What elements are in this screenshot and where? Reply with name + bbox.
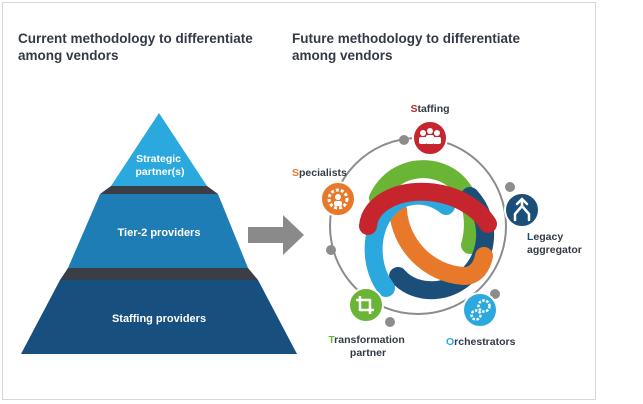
- crop-icon: [356, 296, 374, 314]
- orchestrators-label-rest: rchestrators: [454, 336, 515, 348]
- svg-text:Transformation partner: Transformation partner: [328, 334, 407, 359]
- gears-icon: [470, 299, 491, 321]
- svg-text:Strategic partner(s): Strategic partner(s): [135, 153, 184, 178]
- current-methodology-heading: Current methodology to differentiate amo…: [18, 31, 253, 63]
- merge-arrow-icon: [513, 197, 531, 222]
- pyramid-label-tier-2: Tier-2 providers: [118, 227, 201, 239]
- transformation-label-line2: partner: [350, 347, 386, 359]
- ribbon-orange: [389, 201, 493, 286]
- staffing-label-initial: S: [410, 103, 417, 115]
- node-transformation-partner: Transformation partner: [328, 287, 407, 359]
- transition-arrow-icon: [248, 215, 304, 255]
- ring-dot: [385, 317, 395, 327]
- ring-dot: [505, 182, 515, 192]
- legacy-label-initial: L: [527, 231, 534, 243]
- pyramid-label-strategic-2: partner(s): [135, 166, 184, 178]
- pyramid-tier-strategic: [111, 113, 207, 186]
- ribbon-green: [369, 160, 482, 254]
- ring-dots: [326, 135, 515, 327]
- pyramid-tier-2: [68, 194, 248, 268]
- pyramid-label-staffing: Staffing providers: [112, 313, 206, 325]
- node-specialists: Specialists: [292, 167, 356, 217]
- svg-text:Specialists: Specialists: [292, 167, 347, 179]
- ring-dot: [490, 289, 500, 299]
- interlocking-ribbons-icon: [359, 160, 497, 300]
- ring-dot: [326, 245, 336, 255]
- legacy-label-line2: aggregator: [527, 244, 582, 256]
- ribbon-red: [359, 182, 497, 235]
- svg-text:Legacy aggregator: Legacy aggregator: [527, 231, 582, 256]
- specialists-label-initial: S: [292, 167, 299, 179]
- svg-text:Staffing: Staffing: [410, 103, 449, 115]
- transformation-label-rest: ransformation: [334, 334, 405, 346]
- ring-dot: [399, 135, 409, 145]
- pyramid-separator: [60, 268, 258, 280]
- pyramid-label-strategic-1: Strategic: [136, 153, 181, 165]
- node-orchestrators: Orchestrators: [446, 292, 516, 348]
- orchestrators-label-initial: O: [446, 336, 454, 348]
- node-staffing: Staffing: [410, 103, 450, 156]
- legacy-label-rest: egacy: [533, 231, 563, 243]
- pyramid-tier-staffing: [21, 280, 297, 354]
- pyramid-separator: [100, 186, 218, 194]
- gear-person-icon: [327, 188, 349, 210]
- svg-text:Orchestrators: Orchestrators: [446, 336, 516, 348]
- future-methodology-heading: Future methodology to differentiate amon…: [292, 31, 520, 63]
- vendor-pyramid: Strategic partner(s) Tier-2 providers St…: [21, 113, 297, 354]
- node-legacy-aggregator: Legacy aggregator: [504, 192, 582, 256]
- staffing-label-rest: taffing: [417, 103, 449, 115]
- specialists-label-rest: pecialists: [299, 167, 347, 179]
- people-icon: [419, 128, 441, 144]
- transformation-label-initial: T: [328, 334, 335, 346]
